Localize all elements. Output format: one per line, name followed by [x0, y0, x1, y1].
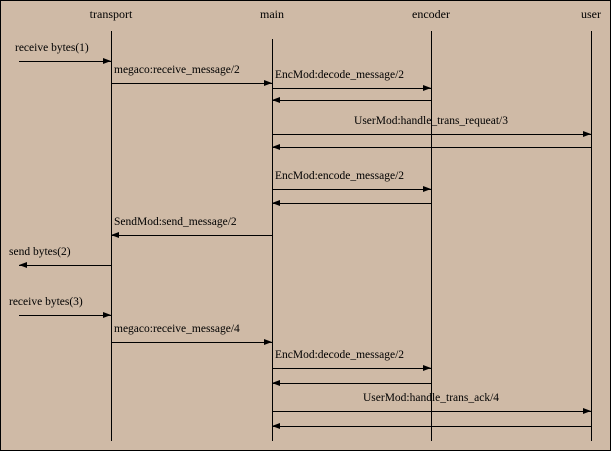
message-arrowhead-m9 [111, 232, 119, 238]
message-line-m6 [272, 147, 591, 148]
message-arrowhead-m6 [272, 144, 280, 150]
lifeline-label-encoder: encoder [412, 7, 450, 21]
message-line-m7 [272, 189, 431, 190]
message-arrowhead-m5 [583, 131, 591, 137]
message-arrowhead-m13 [423, 365, 431, 371]
message-label-m7: EncMod:encode_message/2 [275, 170, 405, 182]
message-label-m12: megaco:receive_message/4 [114, 323, 240, 335]
message-line-m12 [111, 342, 272, 343]
message-label-m2: megaco:receive_message/2 [114, 64, 240, 76]
lifeline-main [272, 39, 273, 441]
message-label-m11: receive bytes(3) [9, 296, 83, 308]
lifeline-encoder [431, 31, 432, 441]
message-label-m9: SendMod:send_message/2 [114, 216, 237, 228]
message-line-m1 [19, 61, 111, 62]
message-line-m16 [272, 426, 591, 427]
message-arrowhead-m2 [264, 80, 272, 86]
message-line-m4 [272, 100, 431, 101]
message-line-m13 [272, 368, 431, 369]
message-label-m10: send bytes(2) [9, 246, 71, 258]
message-arrowhead-m11 [103, 312, 111, 318]
message-arrowhead-m3 [423, 85, 431, 91]
message-line-m3 [272, 88, 431, 89]
message-arrowhead-m7 [423, 186, 431, 192]
lifeline-label-transport: transport [89, 7, 133, 21]
message-line-m11 [19, 315, 111, 316]
message-arrowhead-m8 [272, 200, 280, 206]
message-arrowhead-m10 [19, 262, 27, 268]
message-label-m5: UserMod:handle_trans_requeat/3 [354, 115, 508, 127]
message-arrowhead-m16 [272, 423, 280, 429]
lifeline-user [591, 31, 592, 441]
message-arrowhead-m4 [272, 97, 280, 103]
message-arrowhead-m1 [103, 58, 111, 64]
message-arrowhead-m12 [264, 339, 272, 345]
lifeline-label-main: main [260, 7, 284, 21]
message-label-m3: EncMod:decode_message/2 [275, 69, 405, 81]
message-line-m8 [272, 203, 431, 204]
message-label-m1: receive bytes(1) [15, 42, 89, 54]
message-label-m15: UserMod:handle_trans_ack/4 [362, 392, 500, 404]
message-line-m15 [272, 411, 591, 412]
message-line-m5 [272, 134, 591, 135]
message-label-m13: EncMod:decode_message/2 [275, 349, 405, 361]
message-arrowhead-m14 [272, 380, 280, 386]
message-line-m9 [111, 235, 272, 236]
lifeline-label-user: user [581, 7, 601, 21]
message-line-m10 [19, 265, 111, 266]
message-arrowhead-m15 [583, 408, 591, 414]
message-line-m14 [272, 383, 431, 384]
message-line-m2 [111, 83, 272, 84]
